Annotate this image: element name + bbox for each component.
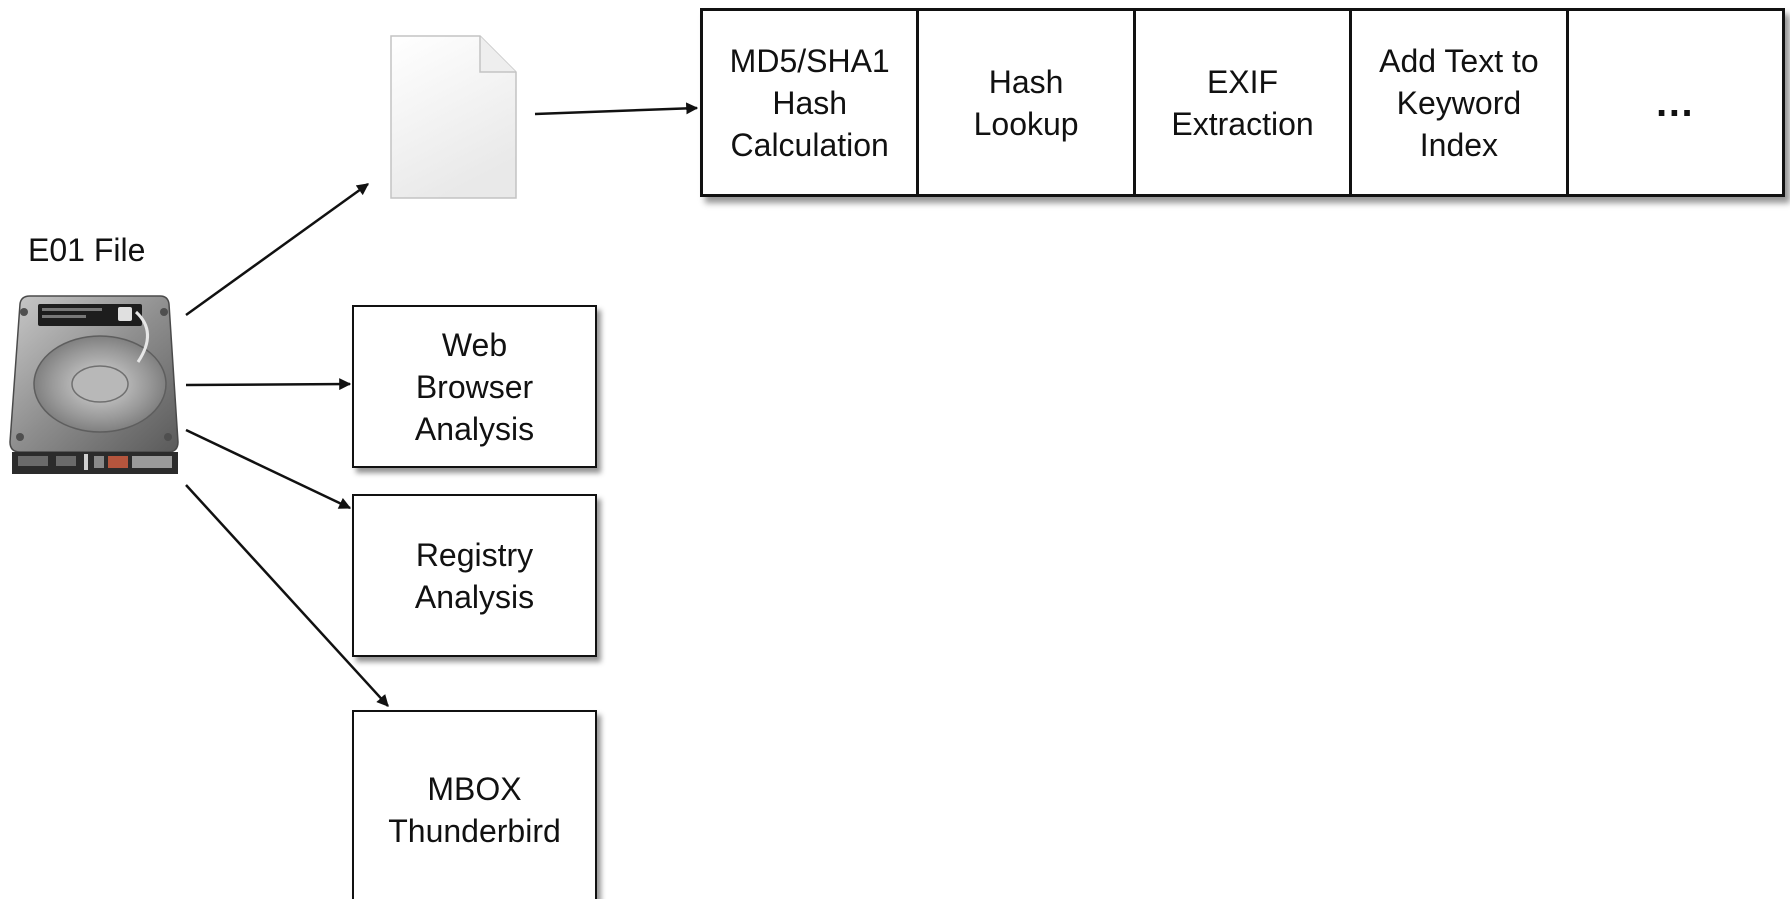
pipeline-stage-exif-extraction: EXIF Extraction — [1135, 11, 1350, 194]
document-icon — [390, 35, 517, 199]
module-web-browser-analysis: Web Browser Analysis — [352, 305, 597, 468]
arrow-drive-to-file — [185, 182, 369, 317]
hard-drive-icon — [9, 295, 179, 474]
pipeline-stage-hash-calculation: MD5/SHA1 Hash Calculation — [703, 11, 917, 194]
arrow-drive-to-registry — [185, 428, 352, 510]
arrow-file-to-pipeline — [534, 102, 699, 116]
ingest-pipeline: MD5/SHA1 Hash Calculation Hash Lookup EX… — [700, 8, 1785, 197]
arrow-drive-to-mbox — [185, 484, 389, 707]
pipeline-stage-keyword-index: Add Text to Keyword Index — [1352, 11, 1566, 194]
pipeline-stage-hash-lookup: Hash Lookup — [919, 11, 1133, 194]
arrow-drive-to-web-browser — [185, 378, 352, 391]
module-mbox-thunderbird: MBOX Thunderbird — [352, 710, 597, 899]
module-registry-analysis: Registry Analysis — [352, 494, 597, 657]
drive-label: E01 File — [28, 232, 146, 268]
pipeline-stage-more: … — [1568, 11, 1783, 194]
